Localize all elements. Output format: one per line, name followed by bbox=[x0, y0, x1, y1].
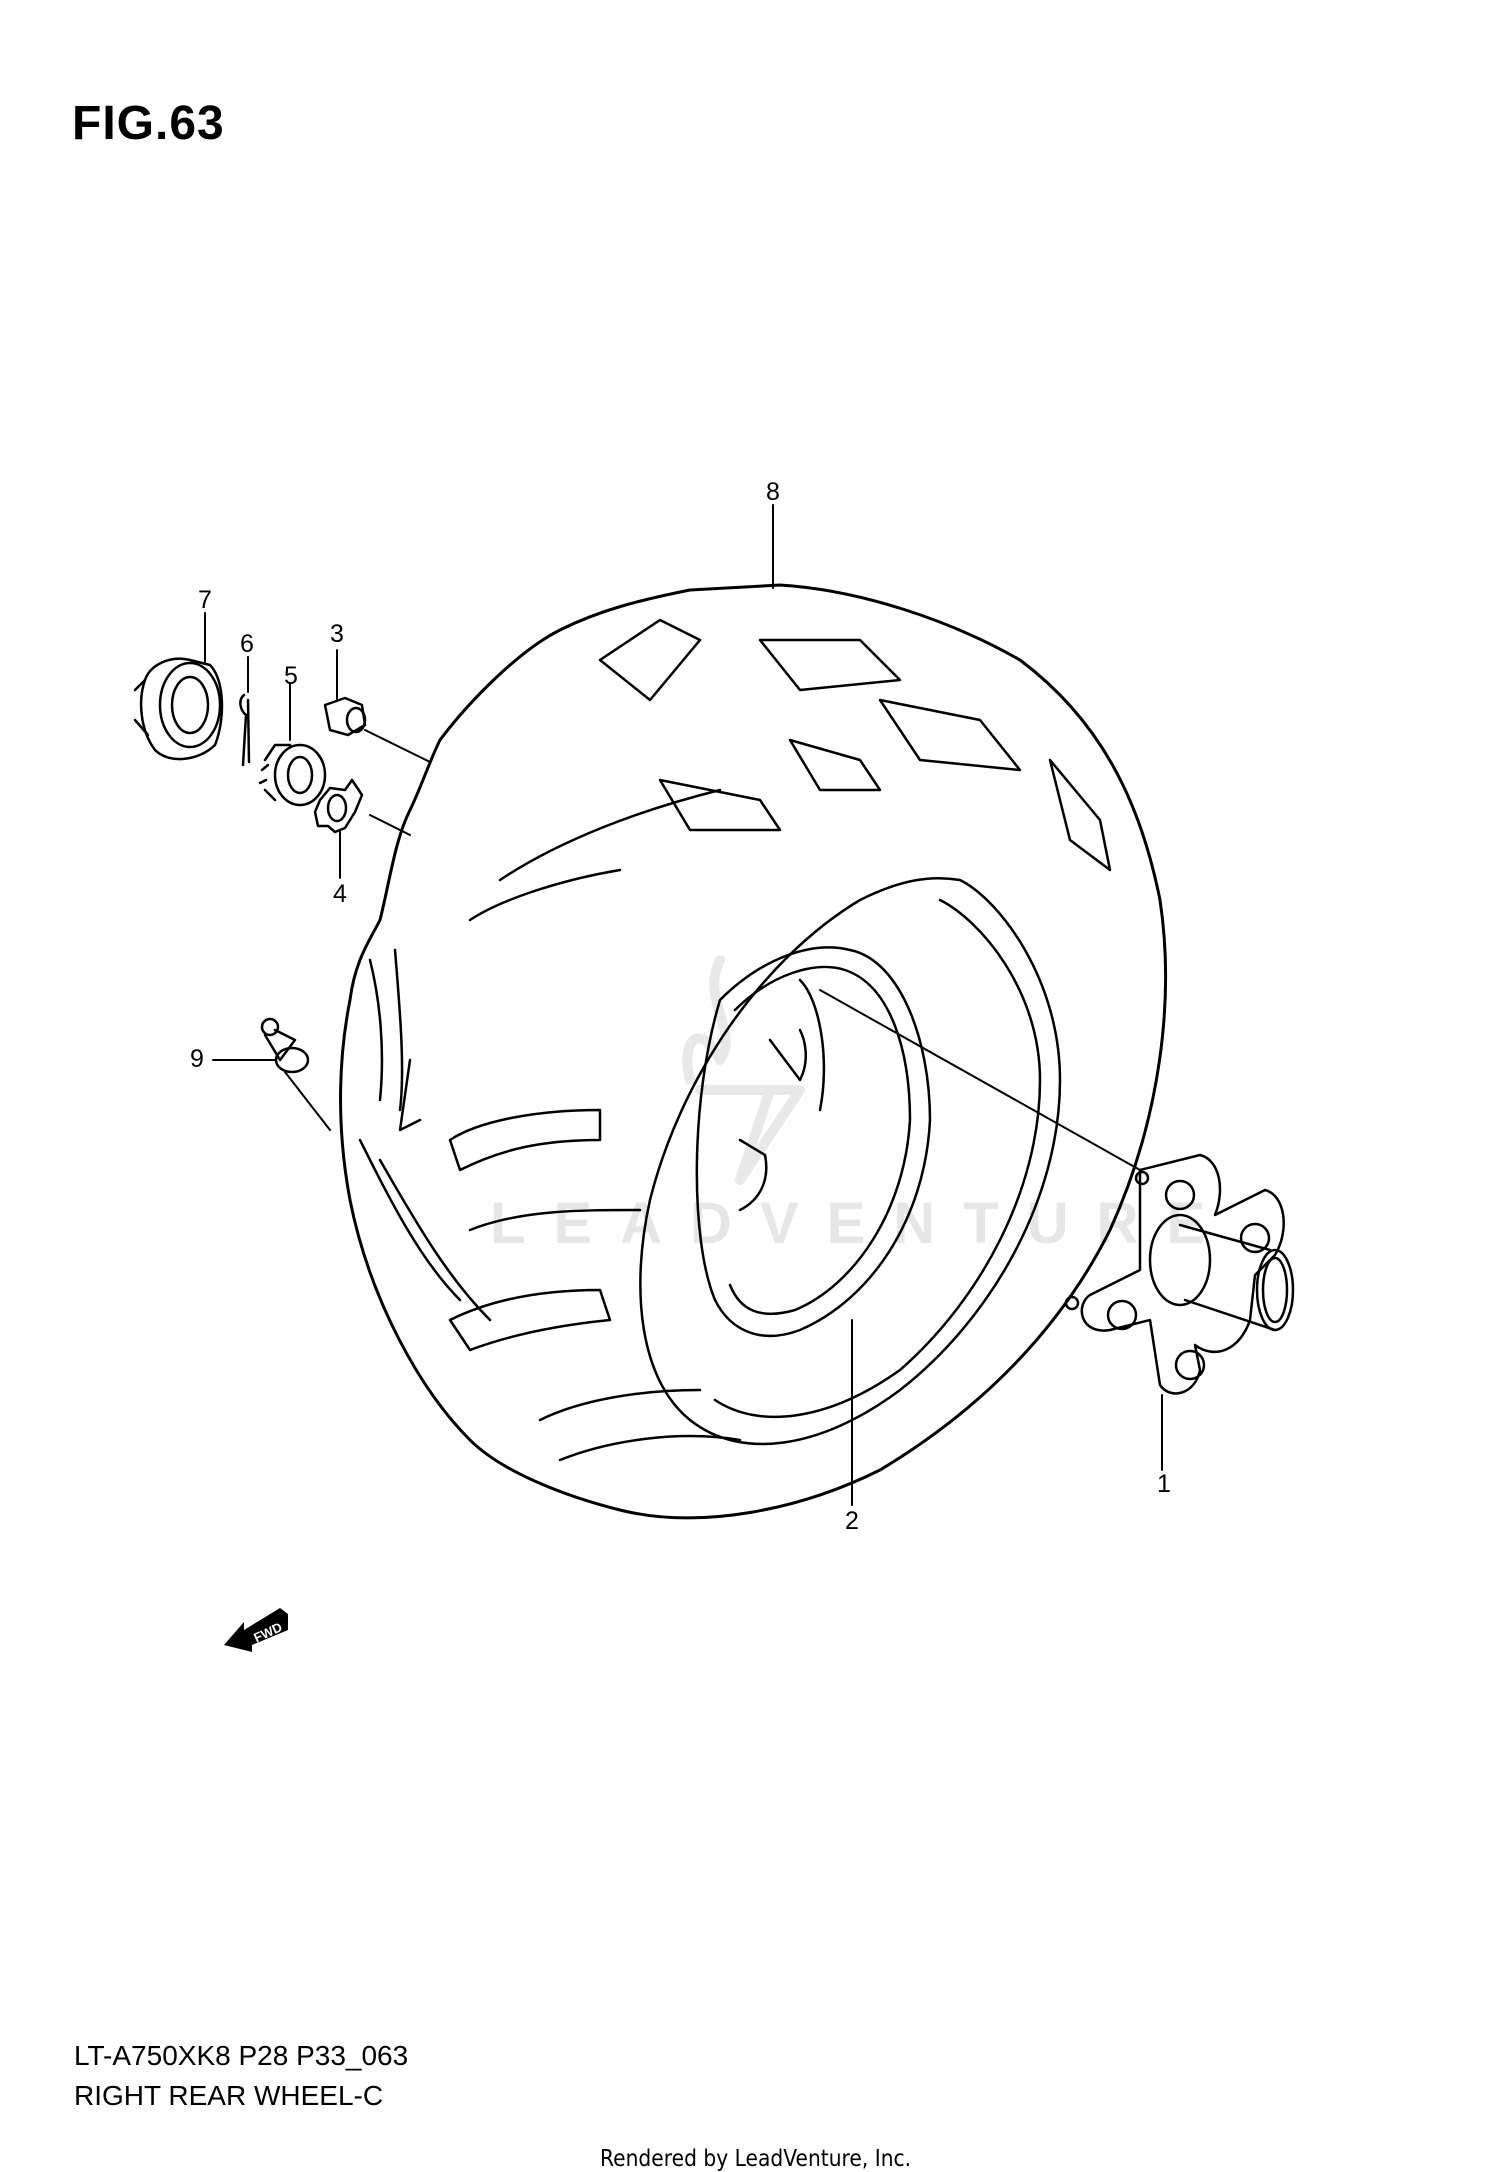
callout-5: 5 bbox=[284, 662, 298, 690]
cotter-pin-drawing bbox=[239, 693, 251, 767]
callout-3: 3 bbox=[330, 620, 344, 648]
nut-drawing bbox=[323, 696, 367, 737]
callout-7: 7 bbox=[198, 586, 212, 614]
tire-drawing bbox=[339, 583, 1168, 1520]
watermark-logo-icon bbox=[682, 955, 805, 1185]
valve-drawing bbox=[260, 1017, 310, 1074]
watermark-text: LEADVENTURE bbox=[490, 1191, 1234, 1256]
section-name: RIGHT REAR WHEEL-C bbox=[74, 2080, 384, 2111]
callout-2: 2 bbox=[845, 1507, 859, 1535]
fwd-arrow-icon: FWD bbox=[224, 1608, 288, 1652]
callout-9: 9 bbox=[190, 1045, 204, 1073]
hub-drawing bbox=[1064, 1153, 1295, 1395]
callout-6: 6 bbox=[240, 630, 254, 658]
figure-title: FIG.63 bbox=[72, 97, 225, 150]
callout-1: 1 bbox=[1157, 1470, 1171, 1498]
cap-drawing bbox=[133, 657, 224, 761]
callout-4: 4 bbox=[333, 880, 347, 908]
render-credit: Rendered by LeadVenture, Inc. bbox=[600, 2146, 912, 2172]
castle-nut-drawing bbox=[258, 743, 327, 807]
callout-8: 8 bbox=[766, 478, 780, 506]
model-code: LT-A750XK8 P28 P33_063 bbox=[74, 2040, 409, 2071]
washer-drawing bbox=[313, 778, 364, 834]
